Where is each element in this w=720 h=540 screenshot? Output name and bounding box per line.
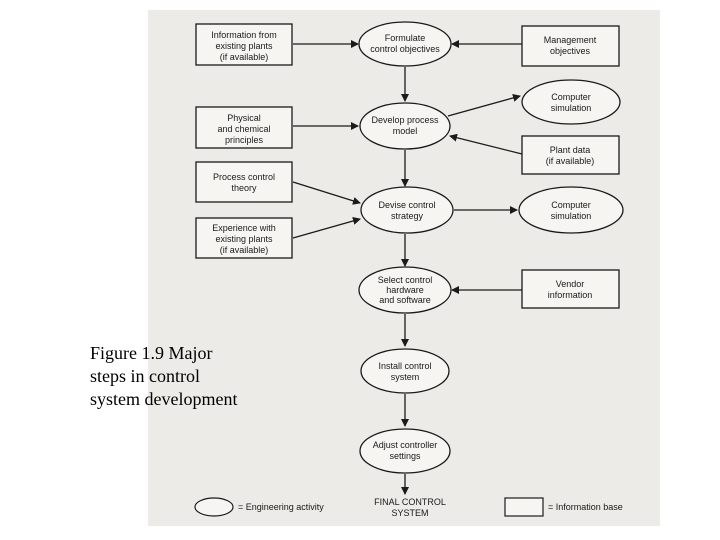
svg-text:FINAL CONTROL: FINAL CONTROL — [374, 497, 446, 507]
legend-engineering-activity: = Engineering activity — [238, 502, 324, 512]
svg-text:Plant data: Plant data — [550, 145, 591, 155]
svg-text:Information from: Information from — [211, 30, 277, 40]
svg-text:information: information — [548, 290, 593, 300]
svg-text:Physical: Physical — [227, 113, 261, 123]
activity-develop-model: Develop process model — [359, 102, 451, 150]
info-experience-existing-plants: Experience with existing plants (if avai… — [195, 217, 293, 259]
activity-formulate: Formulate control objectives — [358, 21, 452, 67]
svg-text:(if available): (if available) — [220, 245, 269, 255]
svg-text:(if available): (if available) — [546, 156, 595, 166]
activity-adjust-settings: Adjust controller settings — [359, 428, 451, 474]
info-existing-plants: Information from existing plants (if ava… — [195, 23, 293, 66]
legend-rectangle-symbol — [504, 497, 544, 517]
info-management-objectives: Management objectives — [521, 25, 620, 67]
svg-text:Management: Management — [544, 35, 597, 45]
svg-text:Vendor: Vendor — [556, 279, 585, 289]
svg-text:strategy: strategy — [391, 211, 424, 221]
info-physical-chemical-principles: Physical and chemical principles — [195, 106, 293, 149]
caption-line-3: system development — [90, 389, 238, 409]
svg-text:Develop process: Develop process — [371, 115, 439, 125]
activity-computer-simulation-2: Computer simulation — [518, 186, 624, 234]
caption-line-2: steps in control — [90, 366, 200, 386]
svg-text:control objectives: control objectives — [370, 44, 440, 54]
caption-line-1: Figure 1.9 Major — [90, 343, 213, 363]
edge-develop-to-sim1 — [447, 94, 521, 117]
svg-text:Experience with: Experience with — [212, 223, 276, 233]
svg-text:SYSTEM: SYSTEM — [391, 508, 428, 518]
svg-text:and chemical: and chemical — [217, 124, 270, 134]
info-vendor-information: Vendor information — [521, 269, 620, 309]
svg-text:Computer: Computer — [551, 92, 591, 102]
final-control-system: FINAL CONTROL SYSTEM — [374, 497, 446, 518]
svg-text:objectives: objectives — [550, 46, 591, 56]
legend-ellipse-symbol — [194, 497, 234, 517]
svg-text:existing plants: existing plants — [215, 41, 273, 51]
edge-experience-to-devise — [292, 217, 361, 239]
svg-text:system: system — [391, 372, 420, 382]
activity-select-hardware: Select control hardware and software — [358, 266, 452, 314]
edge-plant-data-to-develop — [449, 133, 523, 155]
svg-text:Formulate: Formulate — [385, 33, 426, 43]
info-plant-data: Plant data (if available) — [521, 135, 620, 175]
activity-devise-strategy: Devise control strategy — [360, 186, 454, 234]
svg-text:model: model — [393, 126, 418, 136]
svg-text:settings: settings — [389, 451, 421, 461]
figure-caption: Figure 1.9 Major steps in control system… — [90, 342, 280, 411]
legend-information-base: = Information base — [548, 502, 623, 512]
activity-computer-simulation-1: Computer simulation — [521, 79, 621, 125]
svg-text:Devise control: Devise control — [378, 200, 435, 210]
svg-text:theory: theory — [231, 183, 257, 193]
svg-text:and software: and software — [379, 295, 431, 305]
svg-text:principles: principles — [225, 135, 264, 145]
connectors — [292, 40, 523, 495]
svg-text:hardware: hardware — [386, 285, 424, 295]
edge-pc-theory-to-devise — [292, 181, 361, 205]
svg-text:existing plants: existing plants — [215, 234, 273, 244]
svg-text:Install control: Install control — [378, 361, 431, 371]
svg-text:simulation: simulation — [551, 103, 592, 113]
svg-text:Adjust controller: Adjust controller — [373, 440, 438, 450]
svg-text:Computer: Computer — [551, 200, 591, 210]
svg-text:Select control: Select control — [378, 275, 433, 285]
svg-text:simulation: simulation — [551, 211, 592, 221]
legend: = Engineering activity = Information bas… — [194, 497, 623, 517]
info-process-control-theory: Process control theory — [195, 161, 293, 203]
svg-text:Process control: Process control — [213, 172, 275, 182]
svg-text:(if available): (if available) — [220, 52, 269, 62]
activity-install-system: Install control system — [360, 348, 450, 394]
